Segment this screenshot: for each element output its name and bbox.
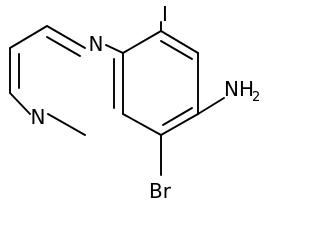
atom-label-amine-subscript: 2 bbox=[252, 90, 260, 105]
bond-n4-c4a bbox=[47, 113, 86, 136]
bond-lines bbox=[9, 21, 225, 176]
atom-labels: N N I Br NH 2 bbox=[31, 2, 261, 203]
bond-n1-c2-inner bbox=[46, 36, 81, 57]
bond-c5-c6-inner bbox=[162, 107, 193, 126]
bond-c5-c6 bbox=[160, 113, 199, 136]
bond-c8-c8a bbox=[122, 30, 162, 54]
atom-label-bromine: Br bbox=[149, 179, 172, 203]
atom-label-iodine: I bbox=[162, 2, 168, 26]
bond-c3b-n4 bbox=[9, 92, 31, 115]
bond-n1-c8a bbox=[105, 44, 124, 54]
atom-label-n1: N bbox=[89, 32, 104, 56]
atom-label-amine: NH bbox=[224, 77, 254, 101]
bond-c7-c8-inner bbox=[160, 40, 193, 60]
molecule-structure: N N I Br NH 2 bbox=[9, 2, 261, 203]
atom-label-n4: N bbox=[31, 105, 46, 129]
bond-n1-c2 bbox=[46, 25, 86, 49]
bond-c7-c8 bbox=[160, 30, 199, 54]
bond-c2-c3 bbox=[9, 25, 48, 49]
bond-c6-amine bbox=[197, 97, 225, 115]
bond-c4a-c5 bbox=[122, 113, 162, 136]
